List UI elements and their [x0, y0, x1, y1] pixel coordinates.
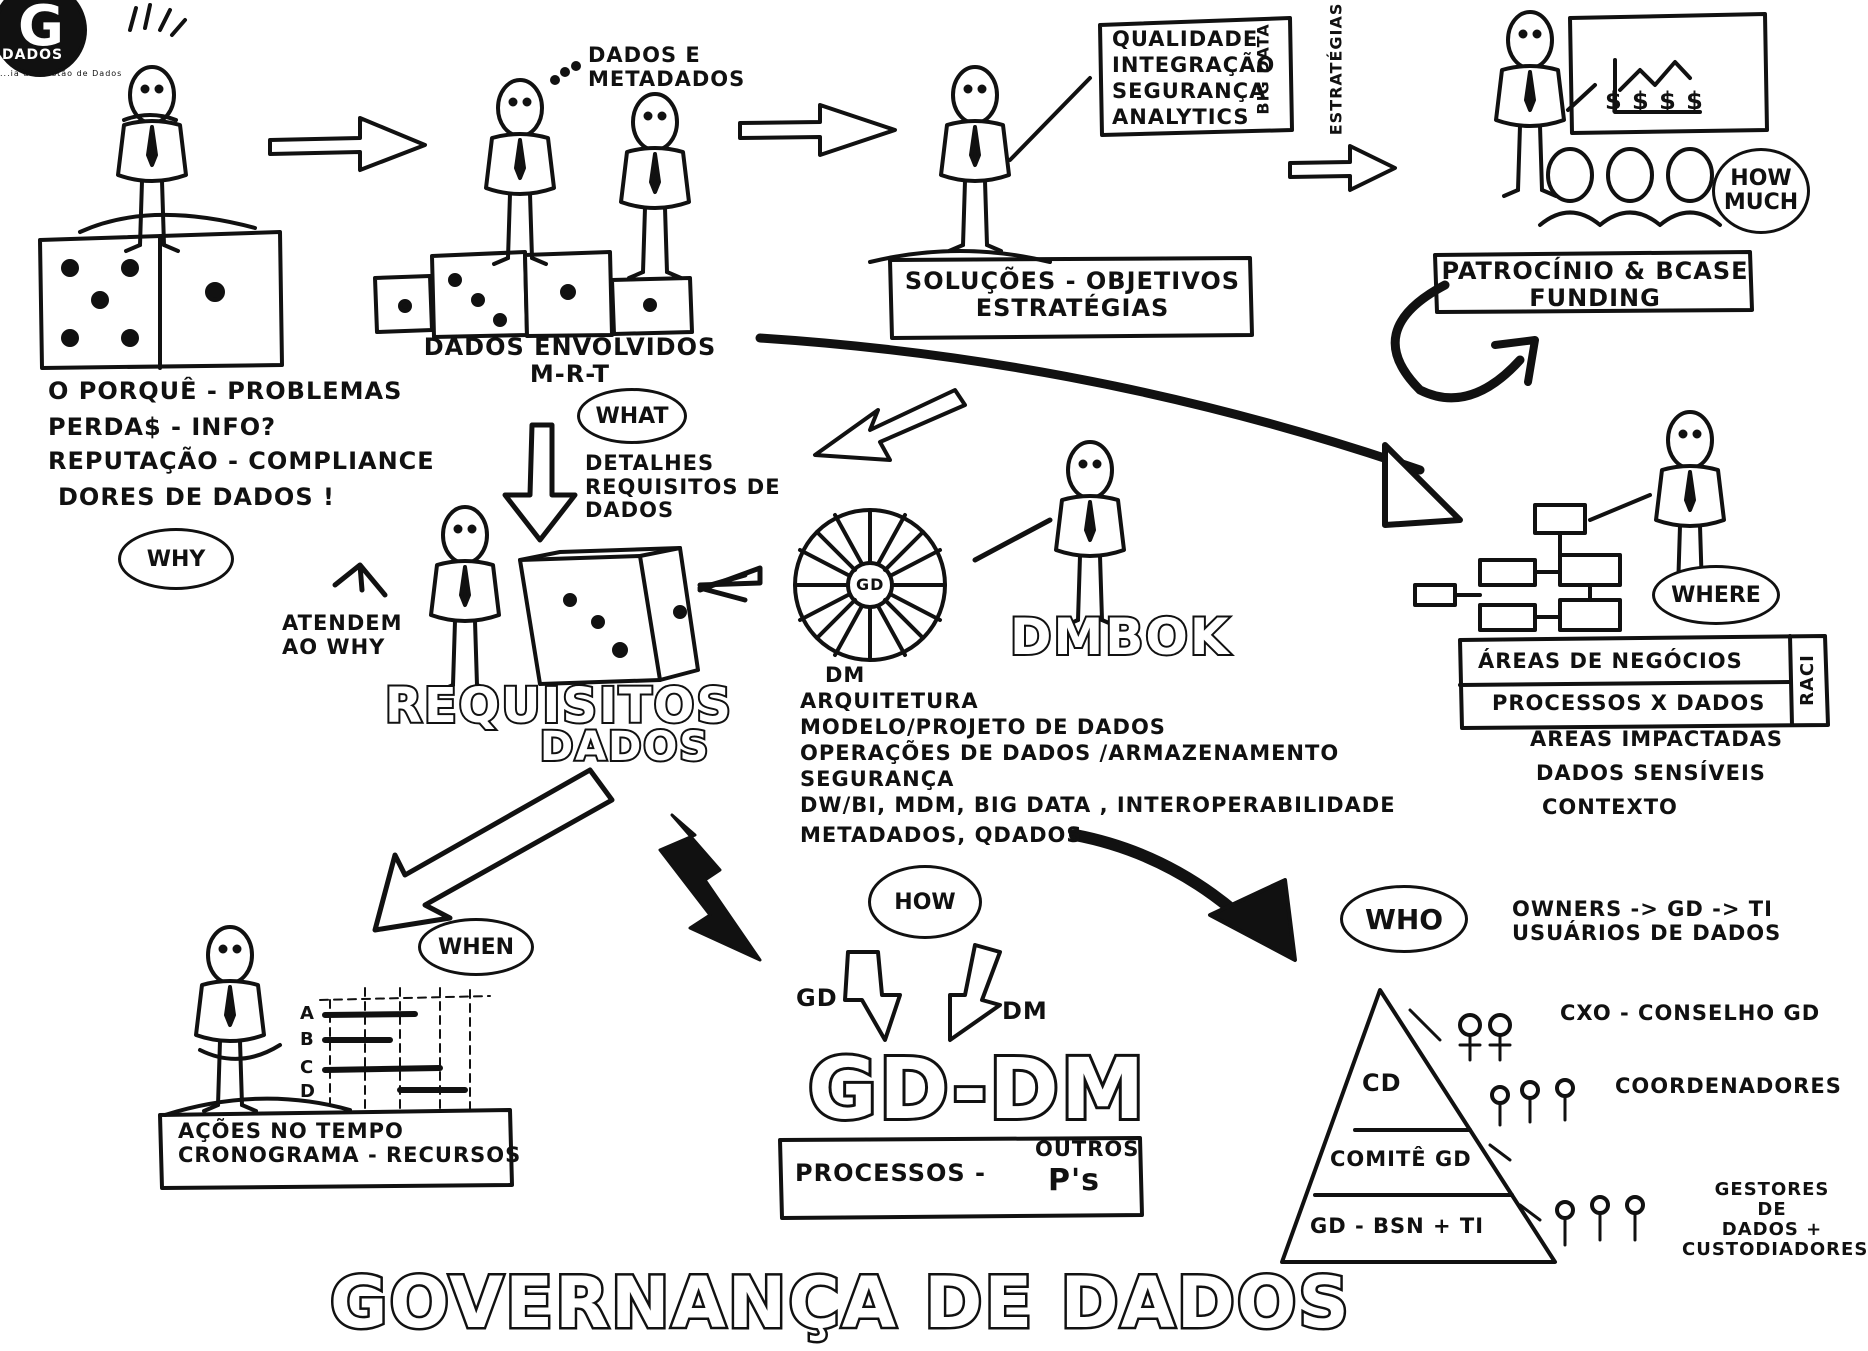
- what-cloud: WHAT: [577, 388, 687, 444]
- who-role-2: COORDENADORES: [1615, 1074, 1842, 1098]
- where-box-1: ÁREAS DE NEGÓCIOS: [1478, 649, 1743, 673]
- what-thought: DADOS E METADADOS: [588, 43, 746, 91]
- dmbok-item-4: OPERAÇÕES DE DADOS /ARMAZENAMENTO: [800, 741, 1340, 765]
- who-top-note: OWNERS -> GD -> TI USUÁRIOS DE DADOS: [1512, 897, 1782, 945]
- dmbok-big: DMBOK: [1008, 606, 1231, 668]
- requirements-big-1: REQUISITOS: [383, 676, 733, 736]
- funding-caption: PATROCÍNIO & BCASE FUNDING: [1441, 257, 1749, 312]
- what-panel-art: [373, 61, 694, 339]
- arrow-solutions-funding: [1288, 144, 1397, 192]
- logo-mark: [0, 0, 87, 77]
- dmbok-item-3: MODELO/PROJETO DE DADOS: [800, 715, 1166, 739]
- logo-tagline: ...ia de Gestão de Dados: [0, 69, 123, 78]
- solutions-side-strategies: ESTRATÉGIAS: [1326, 2, 1346, 136]
- logo-letter: G: [18, 0, 65, 59]
- people-coord: [1490, 1078, 1575, 1127]
- solutions-item-3: SEGURANÇA: [1112, 79, 1267, 103]
- requirements-big-2: DADOS: [538, 722, 711, 772]
- arrow-to-where: [755, 333, 1425, 475]
- where-item-3: CONTEXTO: [1542, 795, 1678, 819]
- solutions-item-1: QUALIDADE: [1112, 27, 1259, 51]
- when-panel-art: [158, 925, 514, 1190]
- arrow-to-how: [658, 813, 762, 962]
- how-others: OUTROS: [1035, 1137, 1140, 1161]
- solutions-item-2: INTEGRAÇÃO: [1112, 53, 1276, 77]
- people-cxo: [1458, 1013, 1512, 1062]
- why-cloud: WHY: [118, 528, 234, 590]
- when-caption: AÇÕES NO TEMPO CRONOGRAMA - RECURSOS: [178, 1119, 522, 1167]
- requirements-panel-art: [332, 505, 763, 693]
- how-process: PROCESSOS -: [795, 1159, 986, 1187]
- where-item-2: DADOS SENSÍVEIS: [1536, 761, 1766, 785]
- dmbok-wheel-art: [793, 440, 1126, 662]
- why-line-3: REPUTAÇÃO - COMPLIANCE: [48, 447, 435, 475]
- when-row-a: A: [300, 1003, 315, 1024]
- arrow-to-requirements: [502, 422, 578, 543]
- how-right: DM: [1002, 997, 1048, 1025]
- people-gestores: [1555, 1195, 1645, 1247]
- arrow-what-solutions: [738, 103, 897, 157]
- how-left: GD: [796, 984, 838, 1012]
- dmbok-item-7: METADADOS, QDADOS: [800, 823, 1083, 847]
- who-role-3: GESTORES DE DADOS + CUSTODIADORES: [1682, 1179, 1868, 1261]
- arrow-atendem: [332, 562, 388, 598]
- dmbok-item-2: ARQUITETURA: [800, 689, 979, 713]
- why-line-1: O PORQUÊ - PROBLEMAS: [48, 377, 403, 405]
- where-cloud: WHERE: [1652, 565, 1780, 625]
- what-caption: DADOS ENVOLVIDOS M-R-T: [423, 333, 717, 388]
- dmbok-item-1: DM: [825, 663, 866, 687]
- why-panel-art: [38, 3, 284, 370]
- when-row-d: D: [300, 1081, 316, 1102]
- solutions-item-4: ANALYTICS: [1112, 105, 1250, 129]
- when-row-c: C: [300, 1057, 315, 1078]
- solutions-panel-art: [868, 16, 1294, 340]
- dmbok-item-5: SEGURANÇA: [800, 767, 955, 791]
- why-line-4: DORES DE DADOS !: [58, 483, 335, 511]
- who-level-3: GD - BSN + TI: [1310, 1214, 1485, 1238]
- dmbok-wheel-label: GD: [856, 575, 885, 594]
- who-level-1: CD: [1362, 1069, 1402, 1097]
- who-level-2: COMITÊ GD: [1330, 1147, 1472, 1171]
- funding-panel-art: [1390, 10, 1769, 403]
- dmbok-item-6: DW/BI, MDM, BIG DATA , INTEROPERABILIDAD…: [800, 793, 1396, 817]
- when-row-b: B: [300, 1029, 315, 1050]
- where-box-2: PROCESSOS X DADOS: [1492, 691, 1766, 715]
- who-panel-art: [1280, 988, 1645, 1264]
- how-cloud: HOW: [868, 865, 982, 939]
- arrow-why-what: [268, 116, 427, 172]
- how-ps: P's: [1048, 1163, 1101, 1198]
- who-role-1: CXO - CONSELHO GD: [1560, 1001, 1821, 1025]
- when-cloud: WHEN: [418, 918, 534, 976]
- funding-chart-labels: $ $ $ $: [1605, 87, 1704, 115]
- arrow-to-dmbok: [813, 388, 967, 462]
- why-line-2: PERDA$ - INFO?: [48, 413, 277, 441]
- arrow-to-when: [372, 767, 615, 933]
- solutions-side-bigdata: BIG DATA: [1253, 23, 1273, 115]
- funding-cloud: HOW MUCH: [1712, 148, 1810, 234]
- where-item-1: ÁREAS IMPACTADAS: [1530, 727, 1784, 751]
- where-raci: RACI: [1796, 654, 1818, 706]
- requirements-note: DETALHES REQUISITOS DE DADOS: [585, 451, 781, 523]
- who-cloud: WHO: [1340, 885, 1468, 953]
- page-title: GOVERNANÇA DE DADOS: [328, 1260, 1352, 1347]
- where-panel-art: [1413, 410, 1830, 730]
- requirements-side: ATENDEM AO WHY: [282, 611, 403, 659]
- logo-name: DADOS: [2, 47, 64, 63]
- solutions-caption: SOLUÇÕES - OBJETIVOS ESTRATÉGIAS: [904, 267, 1241, 322]
- how-big: GD-DM: [805, 1037, 1147, 1141]
- how-panel-art: [778, 943, 1144, 1220]
